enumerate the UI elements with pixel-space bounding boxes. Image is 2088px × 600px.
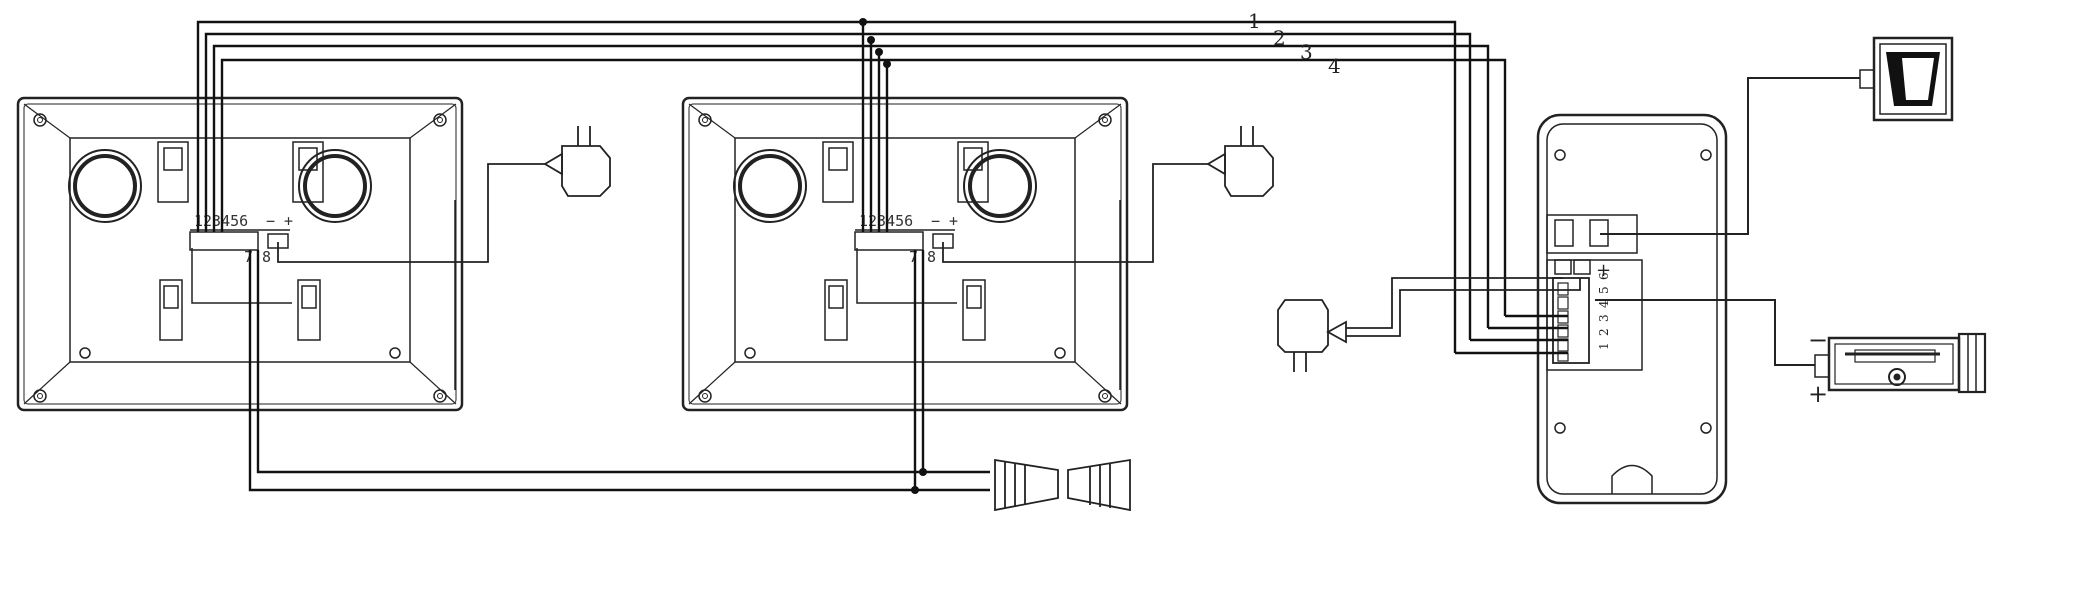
extension-connector-icon: [994, 458, 1131, 512]
power-adapter-monitor-2: [942, 126, 1274, 263]
lock-plus-label: +: [1808, 380, 1828, 408]
bus-entry: [1455, 314, 1568, 355]
door-station: [1536, 113, 1728, 505]
indoor-monitor-1: [16, 96, 464, 412]
door-terminal-4: 4: [1597, 300, 1611, 308]
wire-label-4: 4: [1328, 54, 1341, 78]
door-station-terminal-labels: 1 2 3 4 5 6: [1597, 272, 1611, 350]
electric-lock: [1595, 299, 1987, 394]
lock-minus-label: −: [1808, 326, 1828, 354]
wire-label-2: 2: [1273, 26, 1286, 50]
door-station-plus-label: +: [1596, 260, 1611, 281]
door-terminal-6: 6: [1597, 272, 1611, 280]
monitor-2-power-polarity: − +: [931, 212, 958, 230]
door-terminal-1: 1: [1597, 342, 1611, 350]
power-adapter-door-station: [1277, 277, 1581, 372]
junction-dots: [859, 18, 891, 68]
extension-wiring: [248, 250, 990, 492]
extension-junctions: [911, 468, 927, 494]
exit-button: [1600, 36, 1954, 235]
wire-label-1: 1: [1248, 9, 1261, 33]
door-terminal-2: 2: [1597, 328, 1611, 336]
monitor-1-power-polarity: − +: [266, 212, 293, 230]
door-terminal-5: 5: [1597, 286, 1611, 294]
power-adapter-monitor-1: [277, 126, 611, 263]
bus-wires: [196, 20, 1507, 353]
wire-label-3: 3: [1300, 40, 1313, 64]
indoor-monitor-2: [681, 96, 1129, 412]
door-terminal-3: 3: [1597, 314, 1611, 322]
